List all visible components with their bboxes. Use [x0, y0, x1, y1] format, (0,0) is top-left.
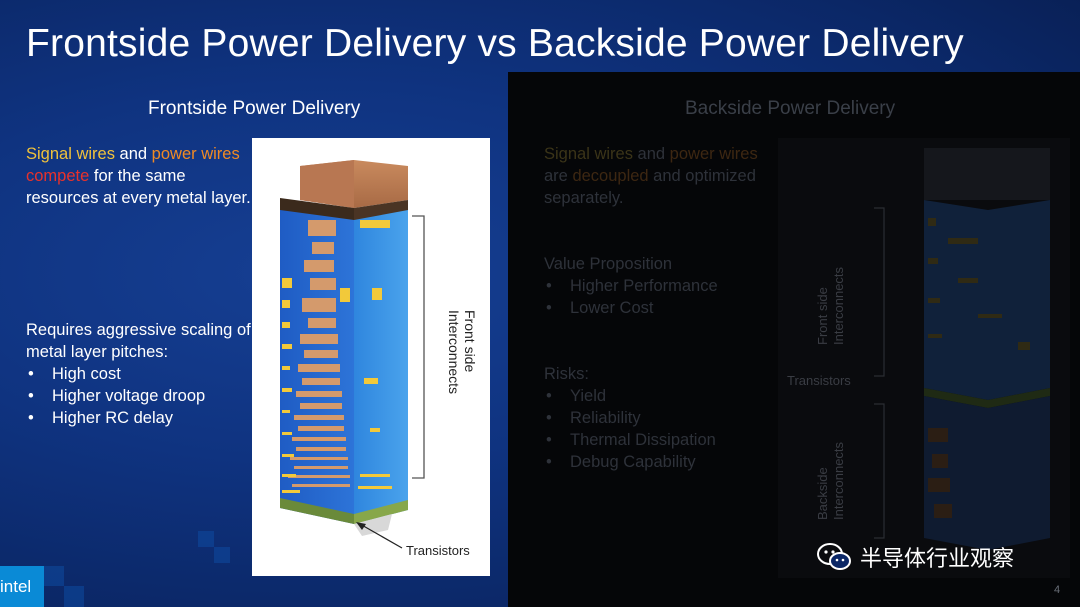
slide-title: Frontside Power Delivery vs Backside Pow…: [26, 22, 964, 65]
label-line: Backside: [815, 467, 830, 520]
frontside-bullets: High cost Higher voltage droop Higher RC…: [26, 363, 256, 429]
bullet-item: Higher Performance: [544, 275, 774, 297]
bullet-item: Higher RC delay: [26, 407, 256, 429]
wechat-icon: [817, 543, 851, 570]
compete-text: compete: [26, 167, 90, 185]
label-line: Interconnects: [446, 310, 462, 395]
decor-square: [214, 547, 230, 563]
bullet-item: High cost: [26, 363, 256, 385]
bullet-item: Yield: [544, 385, 774, 407]
backside-interconnects-label: Backside Interconnects: [815, 442, 847, 520]
signal-wires-text: Signal wires: [26, 145, 115, 163]
backside-intro: Signal wires and power wires are decoupl…: [544, 143, 769, 209]
decor-square: [44, 566, 64, 586]
risk-heading: Risks:: [544, 365, 589, 383]
bullet-item: Reliability: [544, 407, 774, 429]
requires-text: Requires aggressive scaling of metal lay…: [26, 321, 251, 361]
page-number: 4: [1054, 584, 1061, 596]
intro-rest-text: for the same resources at every metal la…: [26, 167, 251, 207]
backside-stack-illustration: [874, 148, 1050, 550]
intel-logo: intel: [0, 566, 44, 607]
risks: Risks: Yield Reliability Thermal Dissipa…: [544, 363, 774, 473]
bullet-item: Thermal Dissipation: [544, 429, 774, 451]
label-line: Interconnects: [831, 266, 846, 345]
intro-rest-text: and optimized separately.: [544, 167, 756, 207]
frontside-intro: Signal wires and power wires compete for…: [26, 143, 251, 209]
bullet-item: Debug Capability: [544, 451, 774, 473]
front-side-interconnects-label: Front side Interconnects: [446, 310, 478, 394]
intro-and-text: and: [632, 145, 670, 163]
transistors-label: Transistors: [406, 543, 470, 558]
backside-transistors-label: Transistors: [787, 373, 851, 388]
power-wires-text: power wires: [669, 145, 758, 163]
signal-wires-text: Signal wires: [544, 145, 633, 163]
watermark-text: 半导体行业观察: [860, 546, 1015, 571]
label-line: Front side: [462, 310, 478, 373]
frontside-heading: Frontside Power Delivery: [148, 98, 361, 119]
decor-square: [64, 586, 84, 607]
bullet-item: Higher voltage droop: [26, 385, 256, 407]
label-line: Interconnects: [831, 441, 846, 520]
backside-heading: Backside Power Delivery: [685, 98, 896, 119]
backside-diagram: [778, 138, 1070, 578]
label-line: Front side: [815, 287, 830, 345]
frontside-stack-illustration: [280, 160, 425, 549]
bullet-item: Lower Cost: [544, 297, 774, 319]
value-proposition: Value Proposition Higher Performance Low…: [544, 253, 774, 319]
backside-front-interconnects-label: Front side Interconnects: [815, 267, 847, 345]
value-bullets: Higher Performance Lower Cost: [544, 275, 774, 319]
decoupled-text: decoupled: [572, 167, 649, 185]
value-heading: Value Proposition: [544, 255, 673, 273]
risk-bullets: Yield Reliability Thermal Dissipation De…: [544, 385, 774, 473]
frontside-diagram: Front side Interconnects Transistors: [252, 138, 490, 576]
power-wires-text: power wires: [151, 145, 240, 163]
intro-are-text: are: [544, 167, 573, 185]
decor-square: [198, 531, 214, 547]
intro-and-text: and: [114, 145, 152, 163]
frontside-requirements: Requires aggressive scaling of metal lay…: [26, 319, 256, 429]
wechat-watermark: 半导体行业观察: [816, 541, 1014, 573]
